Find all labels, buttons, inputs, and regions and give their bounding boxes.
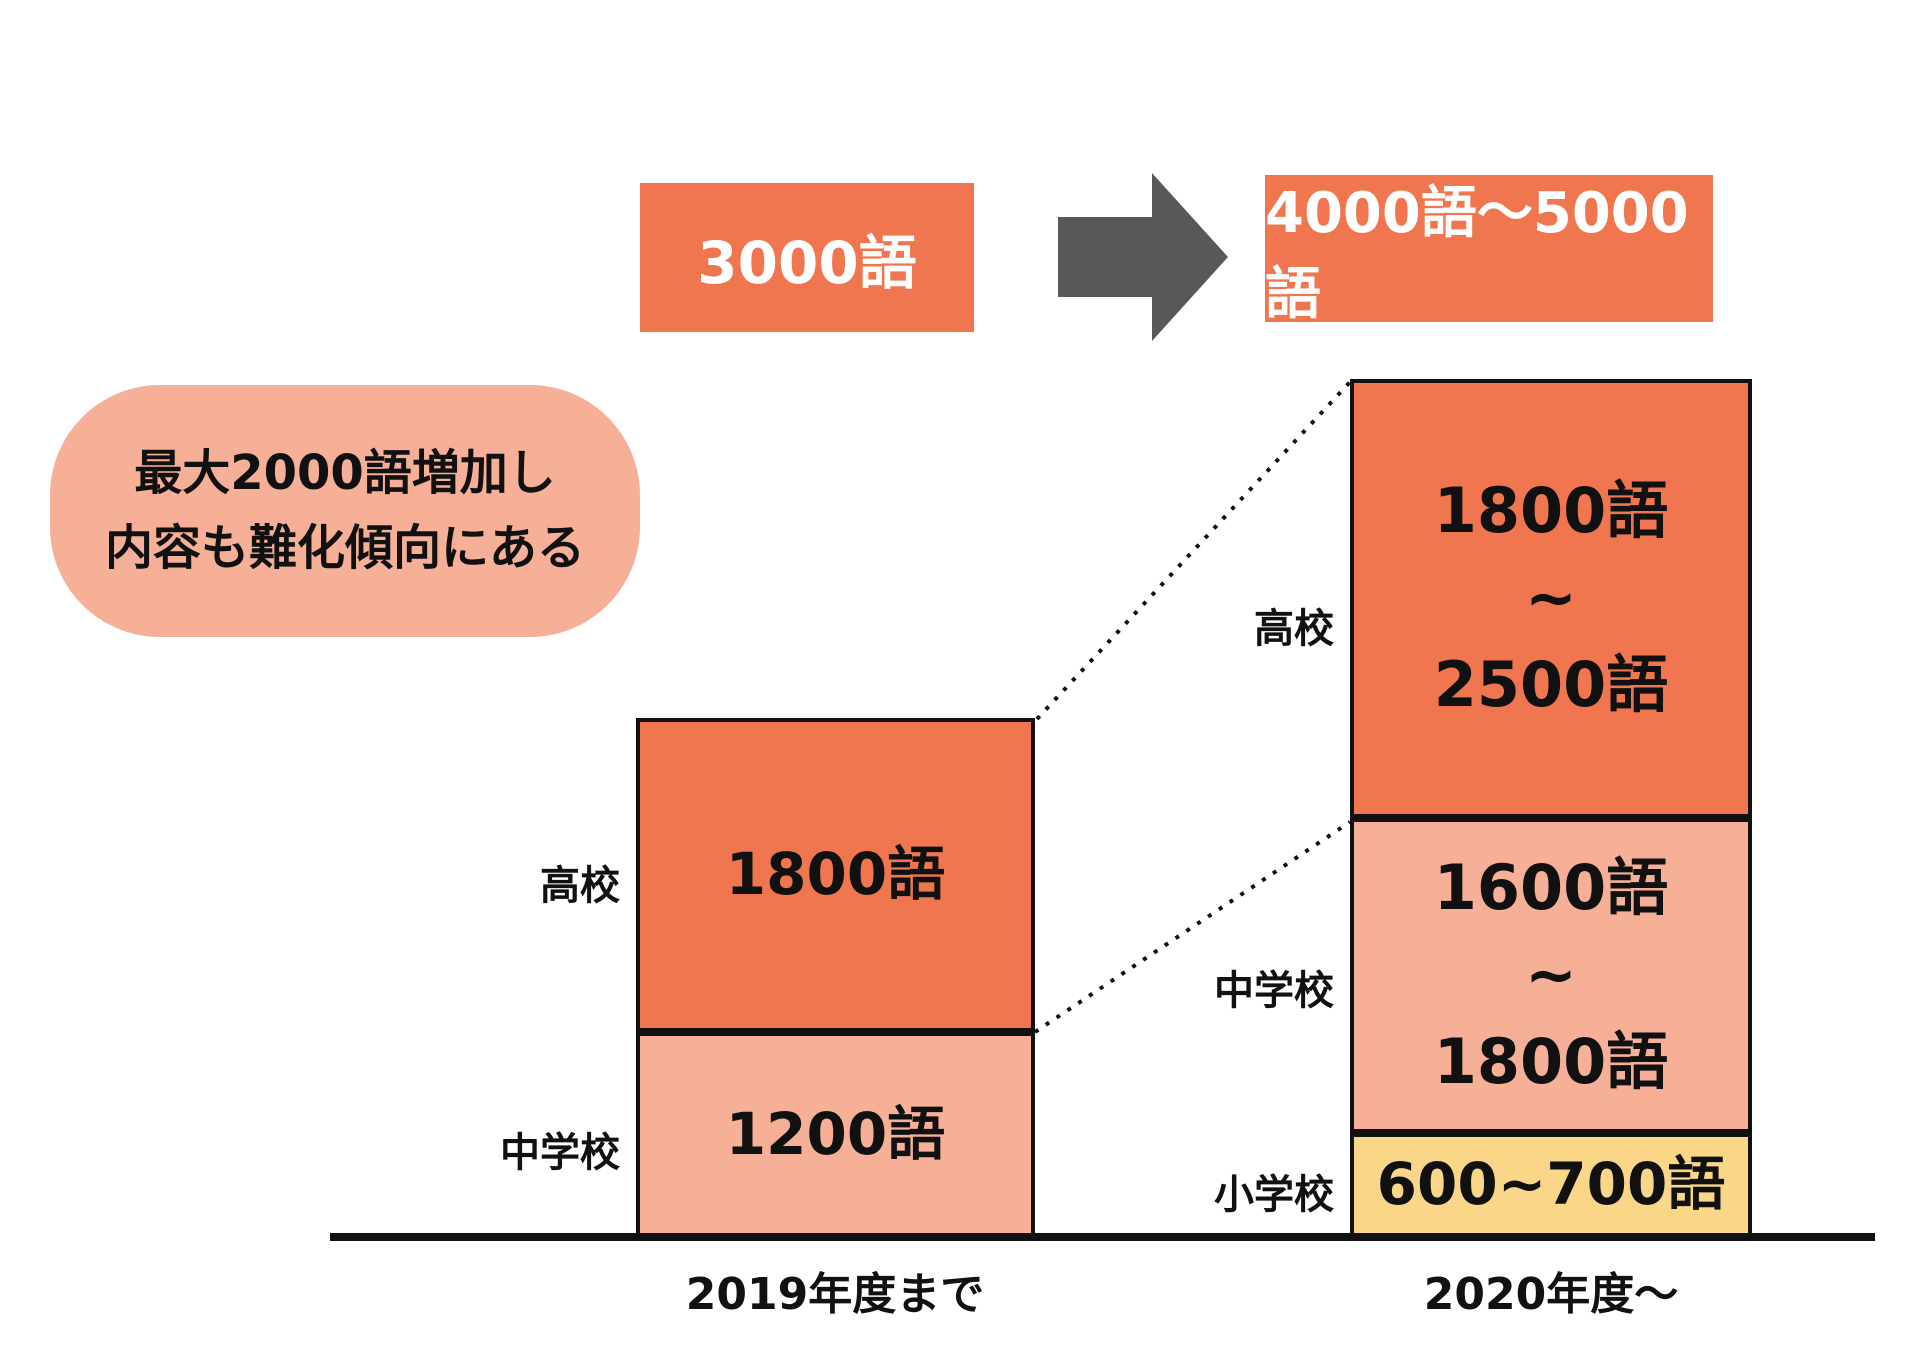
before-highschool-value: 1800語 (725, 840, 946, 909)
before-juniorhigh-value: 1200語 (725, 1099, 946, 1168)
after-juniorhigh-value-max: 1800語 (1433, 1024, 1669, 1098)
label-juniorhigh-before: 中学校 (500, 1130, 620, 1176)
axis-label-2019: 2019年度まで (685, 1269, 985, 1320)
callout-line-1: 最大2000語増加し (134, 445, 556, 501)
before-bar-highschool-segment: 1800語 (636, 718, 1035, 1032)
after-juniorhigh-value-min: 1600語 (1433, 851, 1669, 925)
callout-line-2: 内容も難化傾向にある (104, 520, 585, 576)
after-highschool-tilde: ~ (1525, 561, 1577, 635)
before-total-box: 3000語 (640, 183, 974, 332)
dotted-connector-top (1035, 380, 1352, 721)
after-juniorhigh-tilde: ~ (1525, 938, 1577, 1012)
after-bar-elementary-segment: 600~700語 (1350, 1133, 1752, 1237)
callout-bubble: 最大2000語増加し 内容も難化傾向にある (50, 385, 640, 637)
after-total-box: 4000語〜5000語 (1265, 175, 1713, 327)
label-highschool-after: 高校 (1254, 606, 1334, 652)
after-total-label: 4000語〜5000語 (1265, 180, 1689, 327)
before-bar-juniorhigh-segment: 1200語 (636, 1032, 1035, 1237)
after-highschool-value-min: 1800語 (1433, 474, 1669, 548)
after-bar-juniorhigh-segment: 1600語 ~ 1800語 (1350, 818, 1752, 1133)
after-elementary-value: 600~700語 (1376, 1150, 1726, 1219)
flow-right-arrow-icon (1058, 173, 1228, 341)
x-axis-line (330, 1233, 1875, 1241)
axis-label-2020: 2020年度〜 (1423, 1269, 1679, 1320)
after-bar-highschool-segment: 1800語 ~ 2500語 (1350, 379, 1752, 818)
label-highschool-before: 高校 (540, 863, 620, 909)
after-highschool-value-max: 2500語 (1433, 647, 1669, 721)
label-juniorhigh-after: 中学校 (1214, 968, 1334, 1014)
before-total-label: 3000語 (697, 228, 917, 297)
label-elementary-after: 小学校 (1214, 1172, 1334, 1218)
